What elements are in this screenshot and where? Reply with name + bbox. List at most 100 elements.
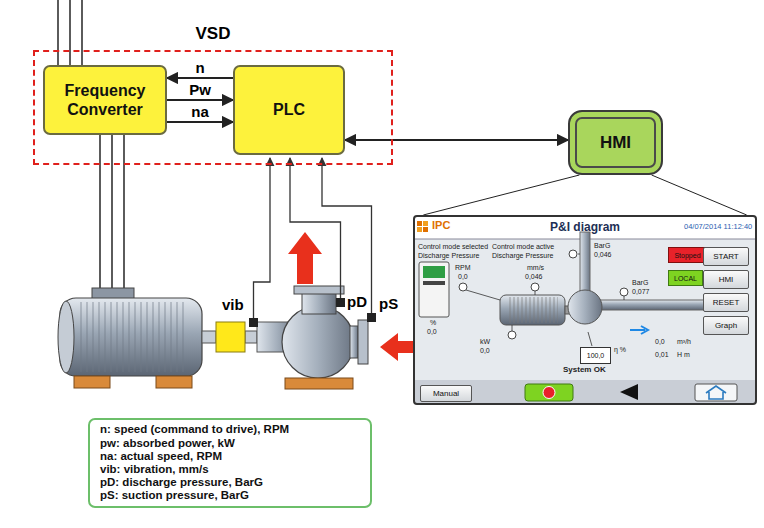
node-text: Manual <box>433 389 459 398</box>
screen-text: H m <box>677 351 690 359</box>
shaft <box>202 331 216 343</box>
screen-text: Discharge Pressure <box>492 252 553 260</box>
screen-button: HMI <box>703 270 749 289</box>
hmi-screenshot <box>508 297 558 323</box>
hmi-screenshot <box>580 232 590 292</box>
sensor-wires <box>254 158 271 318</box>
signal-label: Pw <box>187 82 213 99</box>
screen-button: START <box>703 247 749 266</box>
hmi-box: HMI <box>568 110 663 175</box>
hmi-screenshot <box>466 290 500 300</box>
sensors <box>336 298 345 307</box>
node-text: HMI <box>600 133 631 153</box>
plc-box: PLC <box>233 65 345 155</box>
screen-text: 0,0 <box>427 328 437 336</box>
motor <box>78 302 188 372</box>
screen-text: η % <box>614 346 626 354</box>
node-text: HMI <box>719 275 734 284</box>
definition-box: n: speed (command to drive), RPMpw: abso… <box>88 418 372 508</box>
hmi-screenshot <box>525 384 573 401</box>
vsd-boundary: VSDFrequency ConverterPLC <box>33 50 393 165</box>
node-text: Stopped <box>674 252 700 259</box>
node-text: LOCAL <box>674 275 697 282</box>
screen-text: 0,077 <box>632 288 650 296</box>
signal-name: vib <box>222 297 244 314</box>
node-text: VSD <box>35 24 391 44</box>
screen-button: Manual <box>420 385 472 402</box>
node-text: Graph <box>715 321 737 330</box>
signal-name: pS <box>379 296 398 313</box>
hmi-screenshot <box>706 386 726 399</box>
node-text: n: speed (command to drive), RPM <box>100 423 289 436</box>
converter-box: Frequency Converter <box>43 65 167 135</box>
hmi-screenshot <box>543 387 555 399</box>
screen-button: Graph <box>703 316 749 335</box>
hmi-screenshot <box>415 380 755 403</box>
motor <box>58 301 74 373</box>
zoom-line <box>423 175 579 215</box>
node-text: RESET <box>713 298 740 307</box>
hmi-screenshot <box>423 227 428 232</box>
screen-text: IPC <box>432 219 450 231</box>
screen-text: Control mode active <box>492 243 554 251</box>
motor-wires <box>123 135 125 293</box>
hmi-screenshot <box>423 266 445 278</box>
hmi-screenshot <box>600 300 704 310</box>
node-text: na: actual speed, RPM <box>100 450 222 463</box>
screen-text: Control mode selected <box>418 243 488 251</box>
node-text: pw: absorbed power, kW <box>100 437 235 450</box>
node-text: vib: vibration, mm/s <box>100 463 209 476</box>
screen-text: 0,0 <box>655 338 665 346</box>
signal-arrow <box>167 121 233 123</box>
sensors <box>367 313 376 322</box>
node-text: pS: suction pressure, BarG <box>100 489 249 502</box>
signal-label: n <box>193 60 206 77</box>
hmi-screenshot <box>568 290 602 324</box>
screen-text: RPM <box>455 264 471 272</box>
hmi-screenshot <box>620 288 628 296</box>
hmi-screenshot <box>466 254 624 346</box>
sensor-wires <box>254 158 372 318</box>
motor-feet <box>74 376 110 388</box>
pump <box>294 286 344 294</box>
hmi-screenshot <box>500 295 565 325</box>
zoom-line <box>652 175 747 215</box>
signal-arrow <box>167 77 233 79</box>
screen-text: 0,046 <box>594 251 612 259</box>
node-text: pD: discharge pressure, BarG <box>100 476 263 489</box>
pump-feet <box>285 378 353 389</box>
node-text: PLC <box>269 100 309 119</box>
hmi-screenshot <box>417 221 422 226</box>
screen-text: mm/s <box>527 264 544 272</box>
supply-wires <box>69 0 71 65</box>
node-text: 100,0 <box>587 352 605 359</box>
hmi-screenshot <box>620 384 638 400</box>
flow-arrows <box>288 232 322 284</box>
value-box: 100,0 <box>580 347 611 364</box>
motor-wires <box>100 135 124 293</box>
pump-feet <box>285 378 353 389</box>
signal-label: na <box>189 104 211 121</box>
hmi-screenshot <box>569 250 577 258</box>
screen-text: System OK <box>563 366 606 375</box>
motor-feet <box>74 376 192 388</box>
hmi-screenshot <box>419 262 449 317</box>
shaft <box>245 331 257 343</box>
screen-text: 04/07/2014 11:12:40 <box>684 223 752 231</box>
signal-name: pD <box>347 294 367 311</box>
screen-text: kW <box>480 338 490 346</box>
pump <box>302 292 336 314</box>
hmi-screenshot <box>531 283 539 291</box>
hmi-screenshot <box>508 331 516 339</box>
hmi-screenshot <box>624 296 625 300</box>
hmi-screenshot <box>695 384 737 401</box>
screen-text: m³/h <box>677 338 691 346</box>
motor-feet <box>156 376 192 388</box>
coupling <box>216 322 245 352</box>
signal-arrow <box>345 139 568 141</box>
pump <box>350 326 358 358</box>
screen-text: BarG <box>632 279 648 287</box>
pump <box>257 286 368 378</box>
screen-text: 0,01 <box>655 351 669 359</box>
